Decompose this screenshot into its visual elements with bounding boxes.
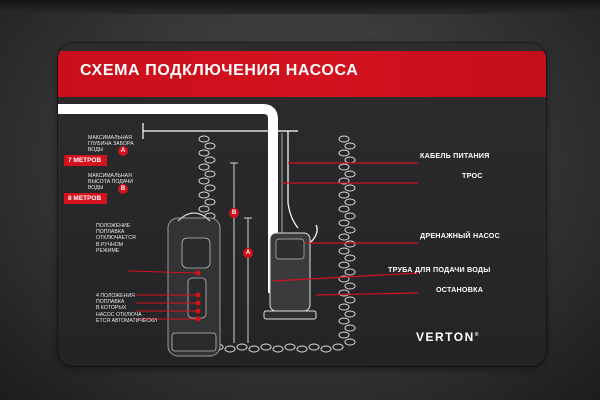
callout-power-cable: КАБЕЛЬ ПИТАНИЯ xyxy=(420,151,490,160)
callout-stop: ОСТАНОВКА xyxy=(436,285,484,294)
depth-value-tag: 7 МЕТРОВ xyxy=(64,155,108,166)
height-badge: B xyxy=(118,184,128,194)
callout-rope: ТРОС xyxy=(462,171,483,180)
pump-detail xyxy=(167,212,221,357)
float-auto-note: 4 ПОЛОЖЕНИЯ ПОПЛАВКА В КОТОРЫХ НАСОС ОТК… xyxy=(96,293,157,324)
bucket-rim xyxy=(0,0,600,14)
pit-pump xyxy=(263,224,318,320)
callout-water-pipe: ТРУБА ДЛЯ ПОДАЧИ ВОДЫ xyxy=(388,265,491,274)
height-note: МАКСИМАЛЬНАЯ ВЫСОТА ПОДАЧИ ВОДЫ xyxy=(88,173,134,192)
left-leaders xyxy=(127,270,197,320)
callout-drain-pump: ДРЕНАЖНЫЙ НАСОС xyxy=(420,231,500,240)
title-band xyxy=(58,51,546,97)
brand-name: VERTON xyxy=(416,330,475,344)
float-manual-note: ПОЛОЖЕНИЕ ПОПЛАВКА ОТКЛЮЧАЕТСЯ В РУЧНОМ … xyxy=(96,223,136,254)
callout-lines xyxy=(272,162,419,296)
diagram-badge-b: B xyxy=(229,208,239,218)
diagram-badge-a: A xyxy=(243,248,253,258)
connection-diagram xyxy=(58,104,419,357)
supply-pipe xyxy=(58,104,278,293)
depth-badge: A xyxy=(118,146,128,156)
verton-logo: VERTON® xyxy=(416,330,480,344)
power-cable xyxy=(287,131,299,229)
scheme-label: СХЕМА ПОДКЛЮЧЕНИЯ НАСОСА xyxy=(58,43,546,366)
height-value-tag: 8 МЕТРОВ xyxy=(64,193,108,204)
registered-mark: ® xyxy=(474,332,480,338)
scheme-title: СХЕМА ПОДКЛЮЧЕНИЯ НАСОСА xyxy=(80,62,359,79)
depth-note: МАКСИМАЛЬНАЯ ГЛУБИНА ЗАБОРА ВОДЫ xyxy=(88,135,134,154)
